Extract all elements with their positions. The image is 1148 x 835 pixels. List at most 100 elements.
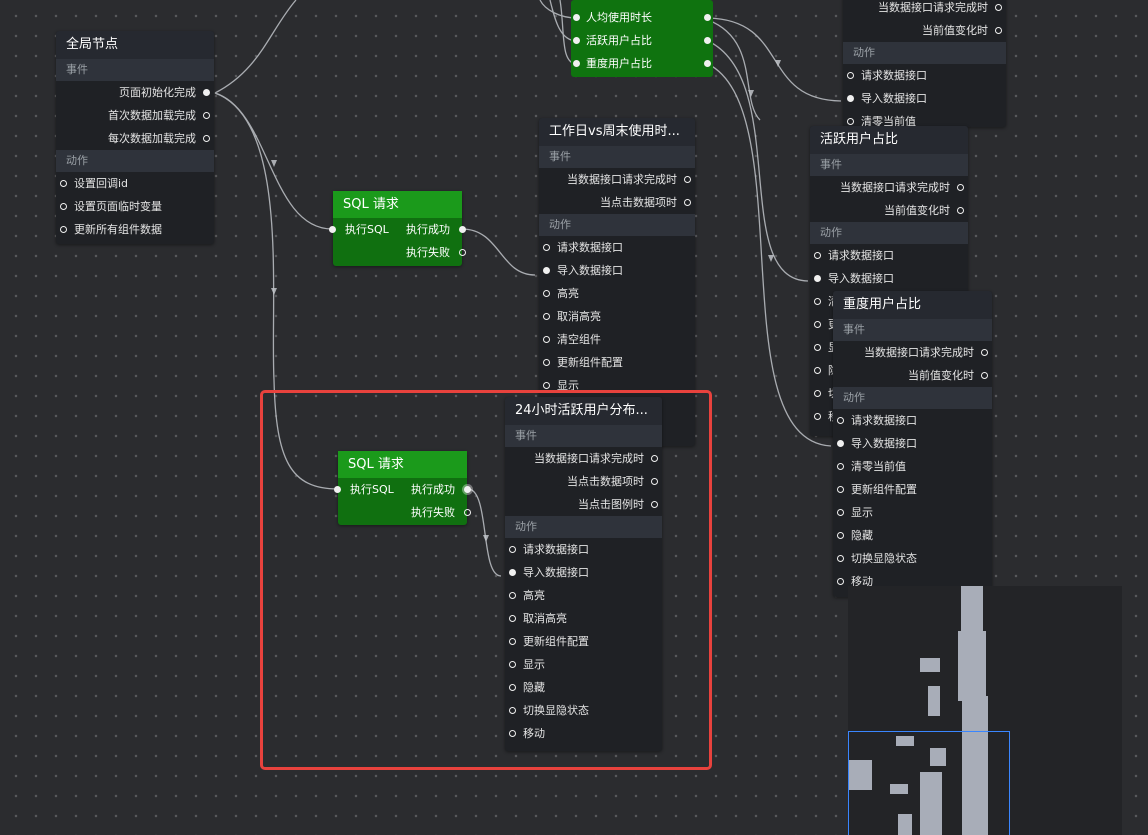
input-port[interactable] bbox=[837, 555, 844, 562]
input-port[interactable] bbox=[543, 382, 550, 389]
event-row[interactable]: 当数据接口请求完成时 bbox=[505, 447, 662, 470]
input-port[interactable] bbox=[837, 463, 844, 470]
action-row[interactable]: 显示 bbox=[539, 374, 695, 397]
event-every-load[interactable]: 每次数据加载完成 bbox=[56, 127, 214, 150]
action-update-config[interactable]: 更新组件配置 bbox=[505, 630, 662, 653]
input-port[interactable] bbox=[837, 578, 844, 585]
input-port[interactable] bbox=[60, 226, 67, 233]
output-port[interactable] bbox=[684, 176, 691, 183]
output-port[interactable] bbox=[651, 455, 658, 462]
input-port[interactable] bbox=[814, 252, 821, 259]
input-port[interactable] bbox=[543, 336, 550, 343]
output-port[interactable] bbox=[203, 89, 210, 96]
action-set-callback-id[interactable]: 设置回调id bbox=[56, 172, 214, 195]
sql-request-node-1[interactable]: SQL 请求 执行SQL 执行成功 执行失败 bbox=[329, 191, 466, 266]
action-row[interactable]: 导入数据接口 bbox=[843, 87, 1006, 110]
input-port[interactable] bbox=[837, 509, 844, 516]
input-port[interactable] bbox=[543, 267, 550, 274]
output-port[interactable] bbox=[704, 14, 711, 21]
output-port[interactable] bbox=[981, 372, 988, 379]
action-row[interactable]: 请求数据接口 bbox=[843, 64, 1006, 87]
input-port[interactable] bbox=[847, 95, 854, 102]
action-row[interactable]: 清零当前值 bbox=[843, 110, 1006, 127]
event-row[interactable]: 当前值变化时 bbox=[843, 19, 1006, 42]
input-port[interactable] bbox=[573, 37, 580, 44]
input-port[interactable] bbox=[573, 14, 580, 21]
output-port[interactable] bbox=[651, 501, 658, 508]
heavy-user-ratio-node[interactable]: 重度用户占比 事件 当数据接口请求完成时 当前值变化时 动作 请求数据接口 导入… bbox=[833, 291, 992, 597]
output-heavy-ratio[interactable]: 重度用户占比 bbox=[571, 52, 713, 75]
action-row[interactable]: 取消高亮 bbox=[539, 305, 695, 328]
input-port[interactable] bbox=[573, 60, 580, 67]
sql-row-1[interactable]: 执行SQL 执行成功 bbox=[334, 478, 471, 501]
input-port[interactable] bbox=[543, 290, 550, 297]
input-port[interactable] bbox=[509, 707, 516, 714]
output-port-fail[interactable] bbox=[459, 249, 466, 256]
sql-row-2[interactable]: 执行失败 bbox=[338, 501, 471, 524]
input-port[interactable] bbox=[814, 344, 821, 351]
output-port[interactable] bbox=[651, 478, 658, 485]
input-port[interactable] bbox=[814, 367, 821, 374]
output-port[interactable] bbox=[981, 349, 988, 356]
sql-request-node-2[interactable]: SQL 请求 执行SQL 执行成功 执行失败 bbox=[334, 451, 471, 525]
event-row[interactable]: 当数据接口请求完成时 bbox=[833, 341, 992, 364]
output-active-ratio[interactable]: 活跃用户占比 bbox=[571, 29, 713, 52]
output-port[interactable] bbox=[995, 27, 1002, 34]
input-port[interactable] bbox=[814, 275, 821, 282]
action-row[interactable]: 更新组件配置 bbox=[833, 478, 992, 501]
action-row[interactable]: 隐藏 bbox=[833, 524, 992, 547]
input-port[interactable] bbox=[814, 390, 821, 397]
input-port[interactable] bbox=[543, 244, 550, 251]
action-import-api[interactable]: 导入数据接口 bbox=[505, 561, 662, 584]
action-row[interactable]: 请求数据接口 bbox=[539, 236, 695, 259]
action-row[interactable]: 导入数据接口 bbox=[810, 267, 968, 290]
action-row[interactable]: 导入数据接口 bbox=[539, 259, 695, 282]
input-port[interactable] bbox=[543, 359, 550, 366]
minimap-viewport[interactable] bbox=[848, 731, 1010, 835]
input-port[interactable] bbox=[509, 684, 516, 691]
input-port[interactable] bbox=[847, 72, 854, 79]
output-port[interactable] bbox=[957, 184, 964, 191]
event-page-init[interactable]: 页面初始化完成 bbox=[56, 81, 214, 104]
action-hide[interactable]: 隐藏 bbox=[505, 676, 662, 699]
input-port[interactable] bbox=[509, 661, 516, 668]
input-port[interactable] bbox=[814, 298, 821, 305]
input-port[interactable] bbox=[837, 486, 844, 493]
output-port[interactable] bbox=[704, 37, 711, 44]
action-row[interactable]: 导入数据接口 bbox=[833, 432, 992, 455]
event-row[interactable]: 当数据接口请求完成时 bbox=[810, 176, 968, 199]
event-row[interactable]: 当点击数据项时 bbox=[539, 191, 695, 214]
input-port-execute[interactable] bbox=[329, 226, 336, 233]
input-port[interactable] bbox=[509, 546, 516, 553]
action-row[interactable]: 移动 bbox=[833, 570, 992, 593]
input-port-execute[interactable] bbox=[334, 486, 341, 493]
input-port[interactable] bbox=[509, 638, 516, 645]
action-row[interactable]: 请求数据接口 bbox=[810, 244, 968, 267]
input-port[interactable] bbox=[509, 615, 516, 622]
event-row[interactable]: 当数据接口请求完成时 bbox=[539, 168, 695, 191]
hourly-active-users-node[interactable]: 24小时活跃用户分布... 事件 当数据接口请求完成时 当点击数据项时 当点击图… bbox=[505, 397, 662, 751]
action-show[interactable]: 显示 bbox=[505, 653, 662, 676]
top-right-node[interactable]: 当数据接口请求完成时 当前值变化时 动作 请求数据接口 导入数据接口 清零当前值 bbox=[843, 0, 1006, 127]
event-row[interactable]: 当前值变化时 bbox=[833, 364, 992, 387]
action-row[interactable]: 请求数据接口 bbox=[833, 409, 992, 432]
action-update-all[interactable]: 更新所有组件数据 bbox=[56, 218, 214, 241]
action-row[interactable]: 切换显隐状态 bbox=[833, 547, 992, 570]
action-row[interactable]: 更新组件配置 bbox=[539, 351, 695, 374]
input-port[interactable] bbox=[509, 569, 516, 576]
input-port[interactable] bbox=[60, 180, 67, 187]
output-port[interactable] bbox=[684, 199, 691, 206]
action-set-temp-var[interactable]: 设置页面临时变量 bbox=[56, 195, 214, 218]
event-row[interactable]: 当前值变化时 bbox=[810, 199, 968, 222]
input-port[interactable] bbox=[814, 321, 821, 328]
event-first-load[interactable]: 首次数据加载完成 bbox=[56, 104, 214, 127]
action-row[interactable]: 高亮 bbox=[539, 282, 695, 305]
action-highlight[interactable]: 高亮 bbox=[505, 584, 662, 607]
action-row[interactable]: 显示 bbox=[833, 501, 992, 524]
output-avg-duration[interactable]: 人均使用时长 bbox=[571, 6, 713, 29]
output-port[interactable] bbox=[957, 207, 964, 214]
sql-row-1[interactable]: 执行SQL 执行成功 bbox=[329, 218, 466, 241]
input-port[interactable] bbox=[509, 730, 516, 737]
action-row[interactable]: 清空组件 bbox=[539, 328, 695, 351]
output-port[interactable] bbox=[995, 4, 1002, 11]
